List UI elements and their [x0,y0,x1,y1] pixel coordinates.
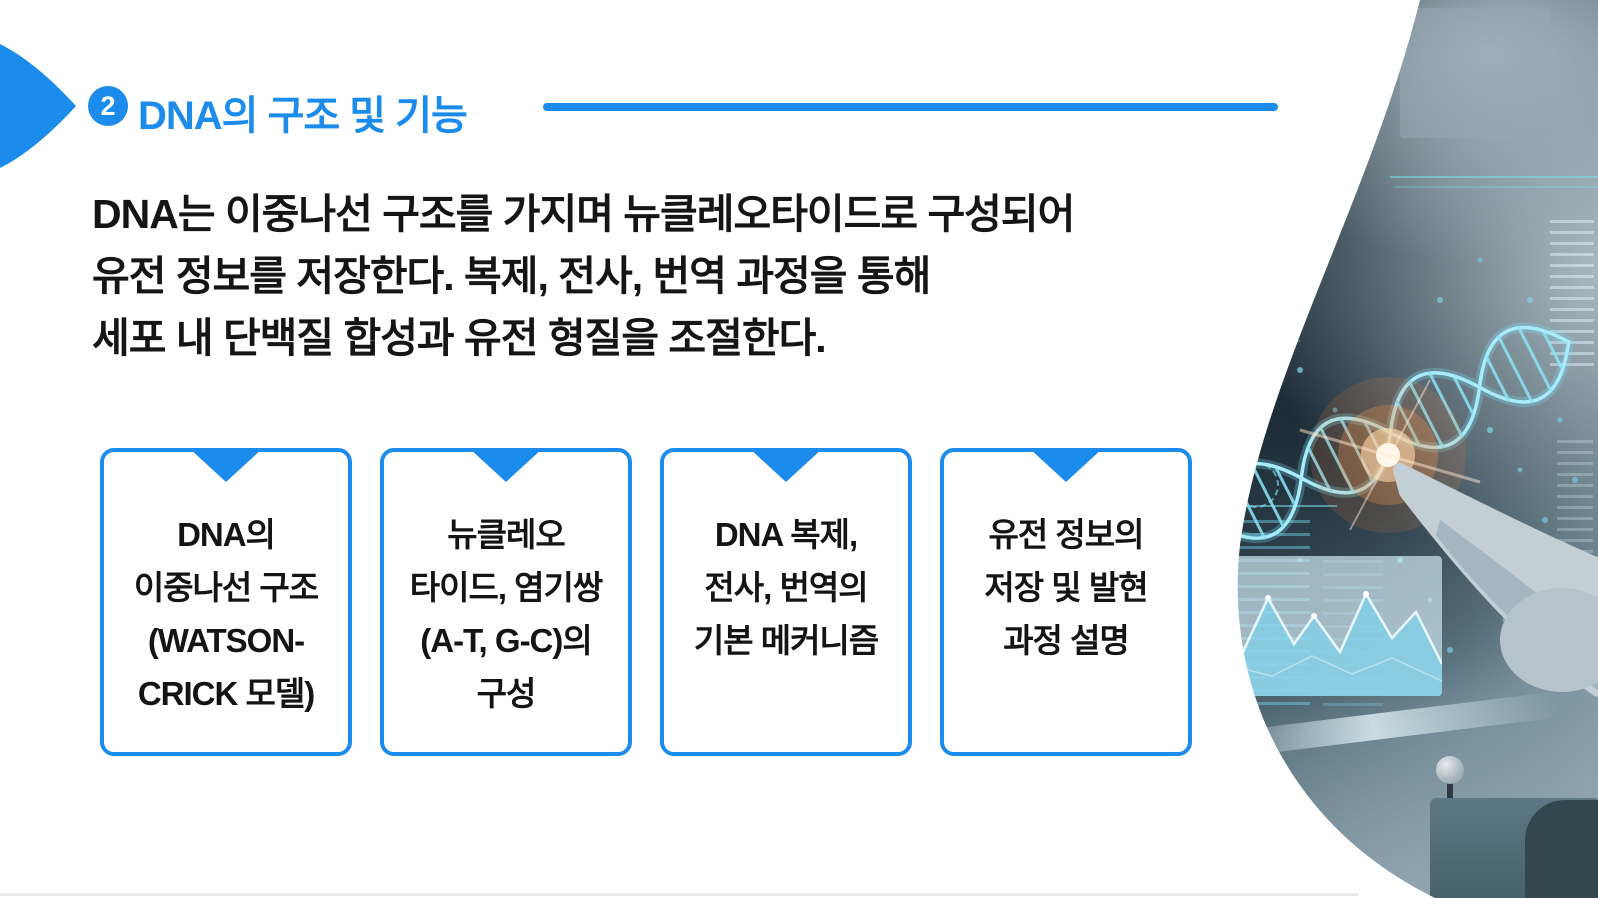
card-text: DNA의 이중나선 구조 (WATSON- CRICK 모델) [133,516,319,712]
body-line: 세포 내 단백질 합성과 유전 형질을 조절한다. [92,315,827,361]
card-replication: DNA 복제, 전사, 번역의 기본 메커니즘 [660,448,912,756]
key-point-cards: DNA의 이중나선 구조 (WATSON- CRICK 모델) 뉴클레오 타이드… [100,448,1192,756]
card-gene-expression: 유전 정보의 저장 및 발현 과정 설명 [940,448,1192,756]
notch-triangle-icon [469,448,543,482]
slide-pennant-icon [0,44,76,168]
body-line: DNA는 이중나선 구조를 가지며 뉴클레오타이드로 구성되어 [92,191,1075,237]
body-line: 유전 정보를 저장한다. 복제, 전사, 번역 과정을 통해 [92,253,931,299]
notch-triangle-icon [1029,448,1103,482]
title-underline [543,103,1278,111]
card-dna-structure: DNA의 이중나선 구조 (WATSON- CRICK 모델) [100,448,352,756]
bottom-divider-line [0,893,1358,896]
holo-line [1390,176,1598,178]
notch-triangle-icon [189,448,263,482]
card-text: DNA 복제, 전사, 번역의 기본 메커니즘 [693,516,879,659]
holo-area-chart [1202,556,1442,696]
section-number-badge: 2 [88,86,128,126]
body-paragraph: DNA는 이중나선 구조를 가지며 뉴클레오타이드로 구성되어 유전 정보를 저… [92,183,1152,369]
section-title: DNA의 구조 및 기능 [138,94,468,138]
card-text: 뉴클레오 타이드, 염기쌍 (A-T, G-C)의 구성 [409,516,604,712]
holo-line [1395,186,1598,188]
notch-triangle-icon [749,448,823,482]
section-number: 2 [100,90,116,121]
lab-equipment [1436,756,1464,784]
holo-data-readout [1557,440,1593,560]
holo-data-readout [1550,220,1594,370]
card-nucleotides: 뉴클레오 타이드, 염기쌍 (A-T, G-C)의 구성 [380,448,632,756]
card-text: 유전 정보의 저장 및 발현 과정 설명 [984,516,1148,659]
lab-equipment [1525,800,1598,898]
